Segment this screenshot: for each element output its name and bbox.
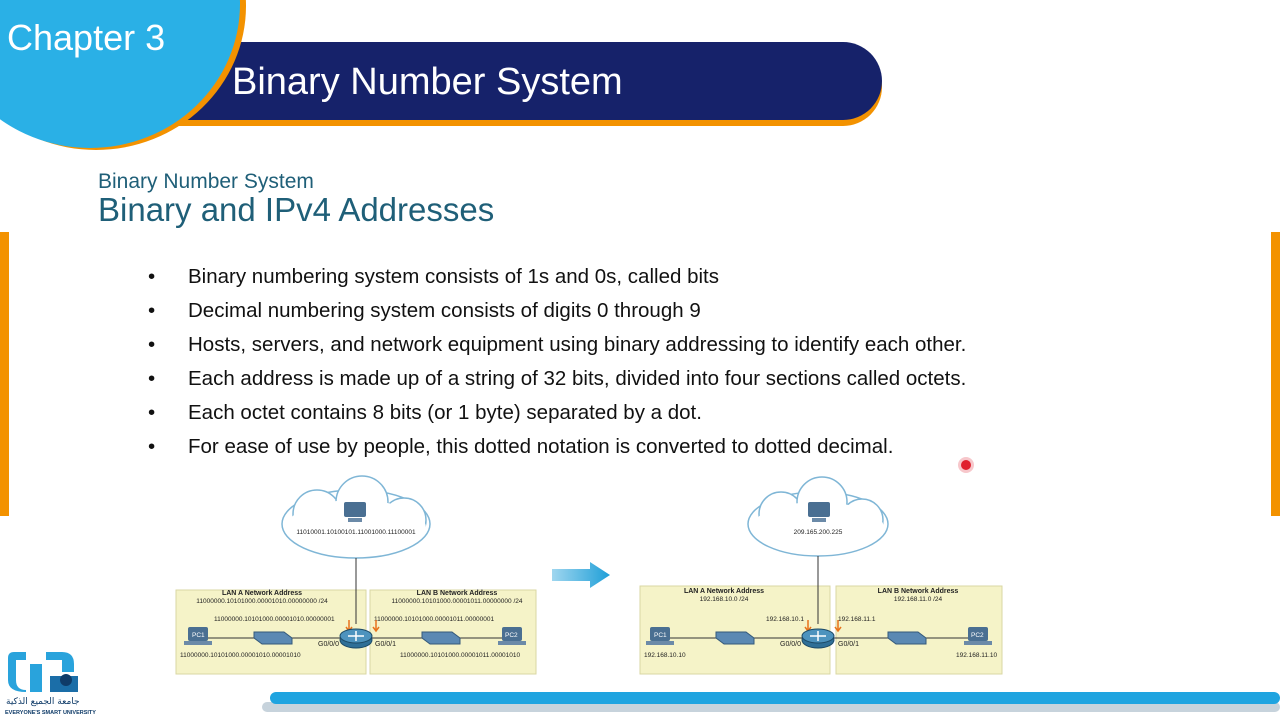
list-item: •Decimal numbering system consists of di… — [148, 294, 1108, 328]
pc2-label: PC2 — [971, 632, 984, 639]
section-heading: Binary and IPv4 Addresses — [98, 191, 495, 228]
decimal-network-diagram: 209.165.200.225 LAN A Network Address 19… — [639, 476, 1003, 675]
list-item: •Each octet contains 8 bits (or 1 byte) … — [148, 396, 1108, 430]
bullet-dot: • — [148, 265, 156, 288]
title-bar — [140, 42, 882, 120]
bullet-dot: • — [148, 333, 156, 356]
pc1-ip: 192.168.10.10 — [644, 652, 686, 659]
pc2-icon — [964, 627, 992, 645]
cloud-icon — [281, 475, 431, 559]
lan-b-address: 11000000.10101000.00001011.00000000 /24 — [392, 598, 523, 605]
switch-b-icon — [887, 631, 927, 645]
pc1-icon — [184, 627, 212, 645]
pc1-label: PC1 — [192, 632, 205, 639]
server-icon — [344, 502, 366, 522]
bullet-dot: • — [148, 435, 156, 458]
router-a-ip: 11000000.10101000.00001010.00000001 — [214, 616, 335, 623]
list-item: •For ease of use by people, this dotted … — [148, 430, 1108, 464]
port-b: G0/0/1 — [375, 641, 396, 648]
server-icon — [808, 502, 830, 522]
lan-a-box — [639, 585, 831, 675]
switch-b-icon — [421, 631, 461, 645]
pc2-ip: 192.168.11.10 — [956, 652, 997, 659]
list-item: •Binary numbering system consists of 1s … — [148, 260, 1108, 294]
lan-b-title: LAN B Network Address — [417, 590, 498, 597]
switch-a-icon — [715, 631, 755, 645]
footer-bar — [270, 692, 1280, 704]
left-accent-bar — [0, 232, 9, 516]
bullet-dot: • — [148, 299, 156, 322]
chapter-label: Chapter 3 — [7, 17, 166, 58]
lan-b-title: LAN B Network Address — [878, 588, 959, 595]
pc1-label: PC1 — [654, 632, 667, 639]
pc1-icon — [646, 627, 674, 645]
router-b-ip: 192.168.11.1 — [838, 616, 876, 623]
pc1-ip: 11000000.10101000.00001010.00001010 — [180, 652, 301, 659]
router-icon — [339, 628, 373, 649]
router-a-ip: 192.168.10.1 — [766, 616, 804, 623]
lan-a-title: LAN A Network Address — [684, 588, 764, 595]
port-a: G0/0/0 — [780, 641, 801, 648]
bullet-dot: • — [148, 367, 156, 390]
lan-b-address: 192.168.11.0 /24 — [894, 596, 943, 603]
footer-bar-shadow — [262, 702, 1280, 712]
list-item: •Hosts, servers, and network equipment u… — [148, 328, 1108, 362]
logo-arabic-name: جامعة الجميع الذكية — [6, 697, 80, 707]
laser-pointer — [961, 460, 971, 470]
router-b-ip: 11000000.10101000.00001011.00000001 — [374, 616, 495, 623]
right-accent-bar — [1271, 232, 1280, 516]
lan-a-address: 192.168.10.0 /24 — [700, 596, 749, 603]
list-item: •Each address is made up of a string of … — [148, 362, 1108, 396]
university-logo — [8, 652, 78, 692]
section-kicker: Binary Number System — [98, 170, 314, 193]
pc2-label: PC2 — [505, 632, 518, 639]
switch-a-icon — [253, 631, 293, 645]
port-a: G0/0/0 — [318, 641, 339, 648]
pc2-ip: 11000000.10101000.00001011.00001010 — [400, 652, 521, 659]
port-b: G0/0/1 — [838, 641, 859, 648]
server-ip: 11010001.10100101.11001000.11100001 — [296, 529, 416, 536]
router-icon — [801, 628, 835, 649]
bullet-list: •Binary numbering system consists of 1s … — [148, 260, 1108, 464]
slide-title: Binary Number System — [232, 61, 623, 103]
bullet-dot: • — [148, 401, 156, 424]
logo-english-name: EVERYONE'S SMART UNIVERSITY — [5, 710, 96, 716]
right-arrow-icon — [552, 562, 610, 588]
cloud-icon — [747, 476, 889, 557]
binary-network-diagram: 11010001.10100101.11001000.11100001 LAN … — [175, 475, 537, 675]
lan-a-title: LAN A Network Address — [222, 590, 302, 597]
lan-a-address: 11000000.10101000.00001010.00000000 /24 — [196, 598, 328, 605]
server-ip: 209.165.200.225 — [794, 529, 843, 536]
pc2-icon — [498, 627, 526, 645]
